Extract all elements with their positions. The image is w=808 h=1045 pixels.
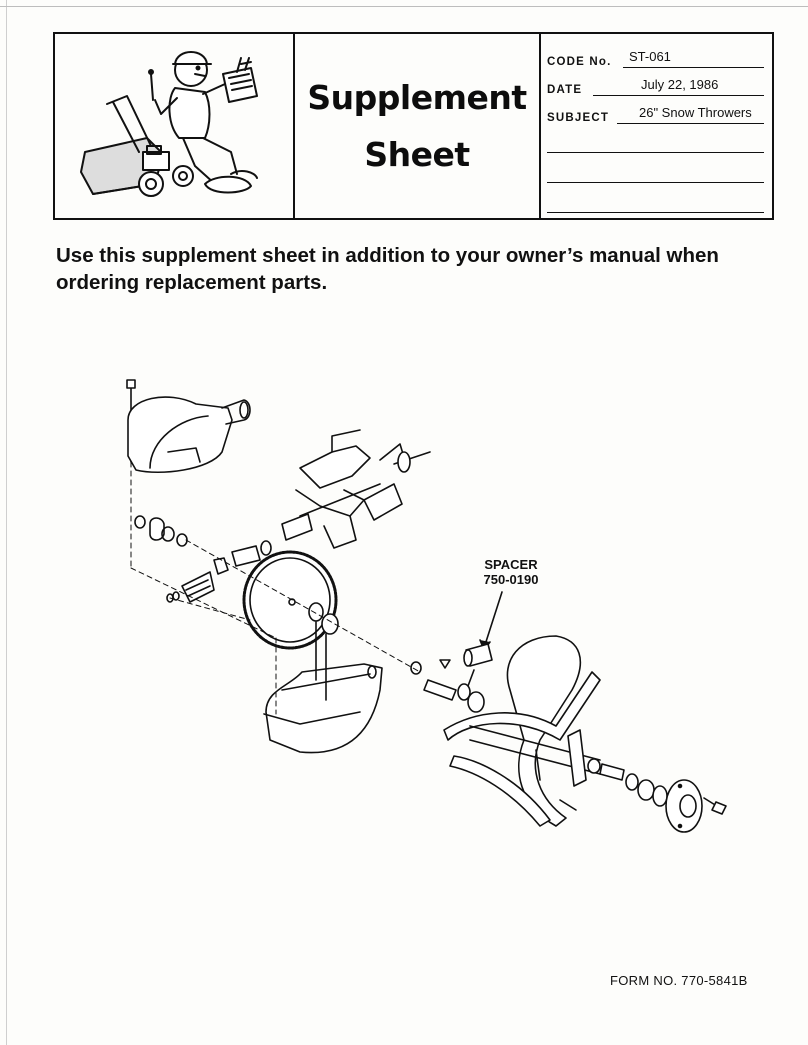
spacer-part-number: 750-0190: [483, 572, 539, 587]
subject-label: SUBJECT: [547, 112, 610, 124]
blank-line: [547, 152, 764, 153]
mechanic-illustration: [55, 34, 295, 218]
code-underline: [623, 67, 764, 68]
upper-housing-part: [127, 396, 251, 473]
code-label: CODE No.: [547, 56, 612, 68]
spacer-part: [463, 643, 493, 667]
title-supplement: Supplement: [307, 78, 527, 117]
code-field: CODE No. ST-061: [547, 42, 764, 68]
header-box: Supplement Sheet CODE No. ST-061 DATE Ju…: [53, 32, 774, 220]
shaft-part: [423, 679, 485, 713]
blank-line: [547, 212, 764, 213]
title-block: Supplement Sheet: [295, 34, 541, 218]
auger-part: [443, 635, 601, 827]
date-underline: [593, 95, 764, 96]
spacer-callout: SPACER 750-0190: [470, 557, 552, 587]
code-value: ST-061: [629, 49, 671, 64]
subject-value: 26" Snow Throwers: [639, 105, 752, 120]
right-bearing-stack: [587, 758, 668, 807]
mechanic-with-mower-drawing: [80, 51, 258, 197]
impeller-part: [281, 429, 431, 549]
lower-housing-part: [263, 663, 383, 754]
subject-underline: [617, 123, 764, 124]
pinion-gear-part: [166, 571, 215, 603]
blank-line: [547, 182, 764, 183]
right-bolt-part: [703, 797, 727, 815]
document-info-fields: CODE No. ST-061 DATE July 22, 1986 SUBJE…: [541, 34, 772, 218]
spacer-name-label: SPACER: [484, 557, 538, 572]
flange-plate-part: [665, 779, 703, 833]
date-label: DATE: [547, 84, 583, 96]
washers-bushings: [134, 515, 272, 575]
date-value: July 22, 1986: [641, 77, 719, 92]
instructions-text: Use this supplement sheet in addition to…: [56, 244, 719, 294]
subject-field: SUBJECT 26" Snow Throwers: [547, 98, 764, 124]
form-number: FORM NO. 770-5841B: [610, 973, 748, 988]
date-field: DATE July 22, 1986: [547, 70, 764, 96]
spur-gear-part: [242, 550, 338, 650]
bearing-part: [308, 602, 339, 635]
page-edge-top: [0, 6, 808, 7]
title-sheet: Sheet: [364, 135, 470, 174]
page-edge: [6, 0, 7, 1045]
